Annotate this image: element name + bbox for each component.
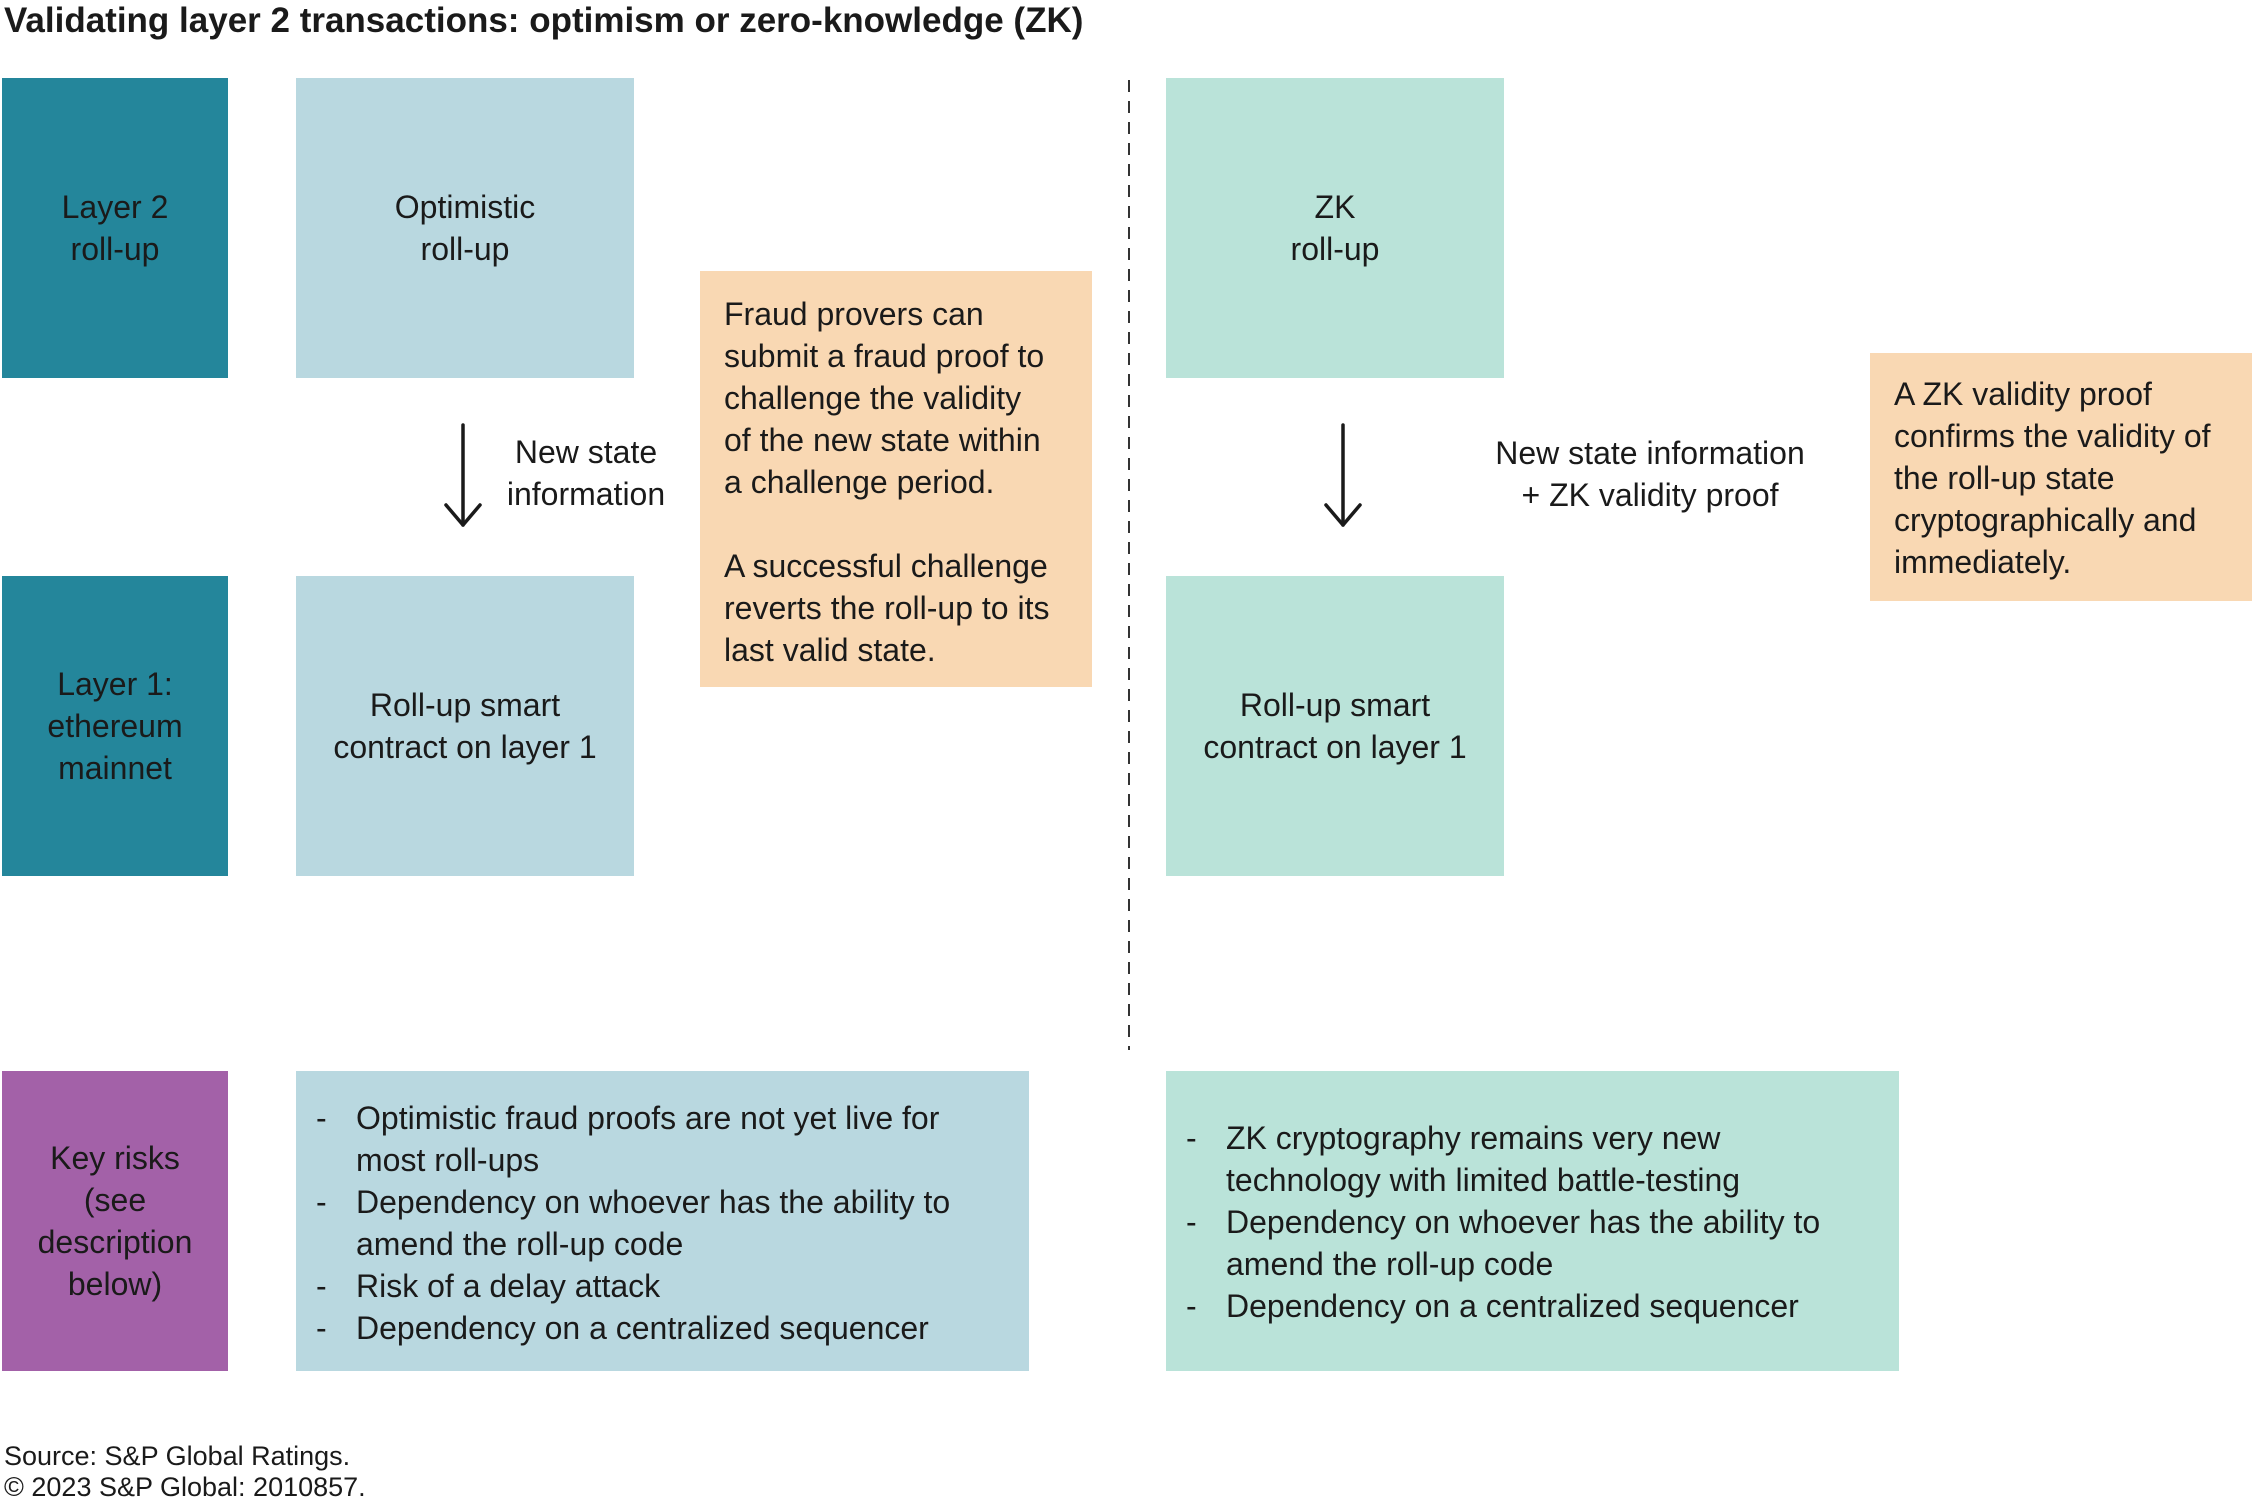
key-risks-label-line2: (see [83,1182,147,1218]
risk-line: technology with limited battle-testing [1226,1162,1741,1198]
fraud-note-p1-line3: challenge the validity [724,380,1022,416]
key-risks-label-line1: Key risks [50,1140,180,1176]
optimistic-smart-contract-box: Roll-up smart contract on layer 1 [296,576,634,876]
optimistic-arrow-label: New state information [500,431,672,515]
bullet-dash: - [316,1100,327,1136]
key-risks-label-line3: description [37,1224,193,1260]
zk-note-line5: immediately. [1894,544,2072,580]
layer1-label-line1: Layer 1: [57,666,173,702]
copyright-note: © 2023 S&P Global: 2010857. [4,1472,366,1502]
risk-text: Dependency on whoever has the ability to… [1226,1201,1820,1285]
optimistic-rollup-line1: Optimistic [394,189,536,225]
fraud-note-p1-line2: submit a fraud proof to [724,338,1045,374]
bullet-dash: - [1186,1204,1197,1240]
layer1-label-line3: mainnet [58,750,172,786]
risk-line: ZK cryptography remains very new [1226,1120,1721,1156]
zk-validity-note: A ZK validity proof confirms the validit… [1870,353,2252,601]
risk-line: amend the roll-up code [1226,1246,1554,1282]
risk-line: Dependency on a centralized sequencer [1226,1288,1799,1324]
zk-rollup-line1: ZK [1314,189,1356,225]
fraud-note-p2-line3: last valid state. [724,632,936,668]
zk-note-line1: A ZK validity proof [1894,376,2152,412]
zk-contract-line1: Roll-up smart [1239,687,1431,723]
optimistic-down-arrow-icon [444,423,482,527]
fraud-note-p1-line1: Fraud provers can [724,296,984,332]
zk-note-line3: the roll-up state [1894,460,2115,496]
risk-line: Dependency on a centralized sequencer [356,1310,929,1346]
fraud-note-p1-line4: of the new state within [724,422,1041,458]
risk-text: Optimistic fraud proofs are not yet live… [356,1097,939,1181]
optimistic-risks-list: -Optimistic fraud proofs are not yet liv… [316,1097,1029,1349]
fraud-note-p2-line2: reverts the roll-up to its [724,590,1050,626]
zk-contract-line2: contract on layer 1 [1203,729,1467,765]
risk-line: Risk of a delay attack [356,1268,661,1304]
fraud-note-p1-line5: a challenge period. [724,464,995,500]
zk-arrow-label-line1: New state information [1495,435,1805,471]
fraud-note-p2-line1: A successful challenge [724,548,1048,584]
key-risks-label-line4: below) [67,1266,163,1302]
layer2-label-line2: roll-up [70,231,160,267]
risk-line: Dependency on whoever has the ability to [1226,1204,1821,1240]
risk-line: Dependency on whoever has the ability to [356,1184,951,1220]
layer2-label-line1: Layer 2 [61,189,169,225]
optimistic-contract-line1: Roll-up smart [369,687,561,723]
bullet-dash: - [316,1184,327,1220]
bullet-dash: - [1186,1288,1197,1324]
layer2-label-box: Layer 2 roll-up [2,78,228,378]
optimistic-contract-line2: contract on layer 1 [333,729,597,765]
page-title: Validating layer 2 transactions: optimis… [4,1,1084,40]
bullet-dash: - [316,1268,327,1304]
risk-text: Dependency on whoever has the ability to… [356,1181,950,1265]
risk-line: amend the roll-up code [356,1226,684,1262]
list-item: -Dependency on a centralized sequencer [1186,1285,1899,1327]
list-item: -Dependency on whoever has the ability t… [316,1181,1029,1265]
optimistic-risks-box: -Optimistic fraud proofs are not yet liv… [296,1071,1029,1371]
optimistic-arrow-label-line2: information [506,476,666,512]
list-item: -Dependency on whoever has the ability t… [1186,1201,1899,1285]
risk-line: Optimistic fraud proofs are not yet live… [356,1100,940,1136]
zk-note-line2: confirms the validity of [1894,418,2211,454]
list-item: -Risk of a delay attack [316,1265,1029,1307]
source-note: Source: S&P Global Ratings. [4,1441,351,1471]
bullet-dash: - [316,1310,327,1346]
zk-down-arrow-icon [1324,423,1362,527]
zk-arrow-label-line2: + ZK validity proof [1521,477,1779,513]
risk-text: ZK cryptography remains very new technolo… [1226,1117,1740,1201]
zk-arrow-label: New state information + ZK validity proo… [1470,432,1830,516]
risk-line: most roll-ups [356,1142,540,1178]
zk-smart-contract-box: Roll-up smart contract on layer 1 [1166,576,1504,876]
list-item: -Dependency on a centralized sequencer [316,1307,1029,1349]
optimistic-rollup-line2: roll-up [420,231,510,267]
optimistic-arrow-label-line1: New state [514,434,658,470]
zk-rollup-line2: roll-up [1290,231,1380,267]
zk-rollup-box: ZK roll-up [1166,78,1504,378]
list-item: -ZK cryptography remains very new technol… [1186,1117,1899,1201]
bullet-dash: - [1186,1120,1197,1156]
layer1-label-line2: ethereum [47,708,183,744]
fraud-proof-note: Fraud provers can submit a fraud proof t… [700,271,1092,687]
layer1-label-box: Layer 1: ethereum mainnet [2,576,228,876]
zk-note-line4: cryptographically and [1894,502,2197,538]
key-risks-label-box: Key risks (see description below) [2,1071,228,1371]
optimistic-rollup-box: Optimistic roll-up [296,78,634,378]
list-item: -Optimistic fraud proofs are not yet liv… [316,1097,1029,1181]
